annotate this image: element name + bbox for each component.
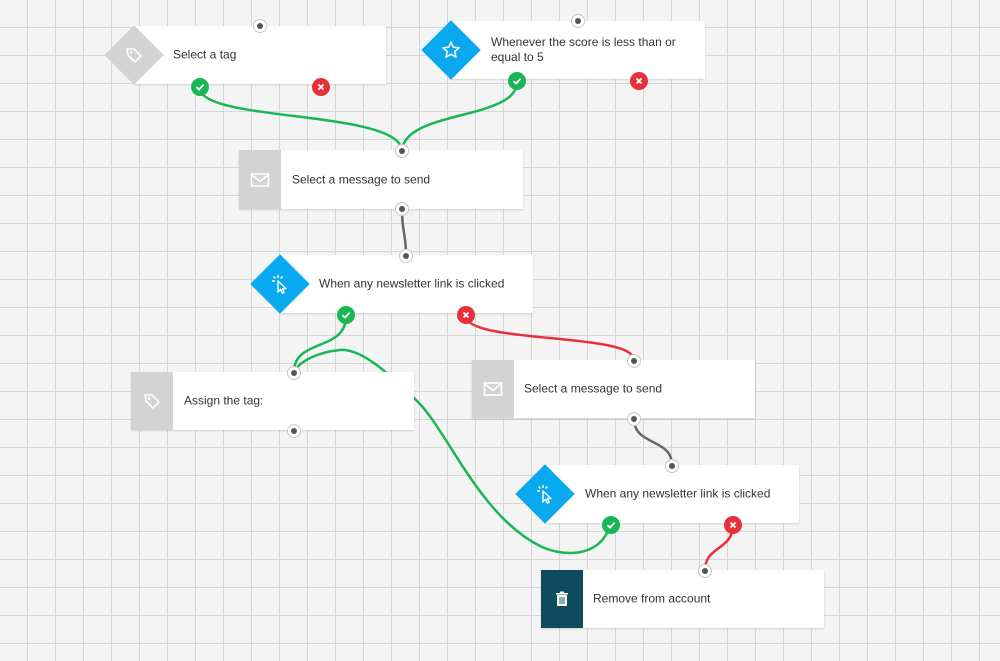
node-label: When any newsletter link is clicked (319, 276, 505, 291)
node-label: When any newsletter link is clicked (585, 486, 771, 501)
node-label: Assign the tag: (184, 393, 264, 408)
wire-link1-no (464, 315, 636, 361)
input-port[interactable] (627, 354, 641, 368)
node-score-trigger[interactable]: Whenever the score is less than or equal… (450, 21, 705, 79)
envelope-icon (250, 172, 270, 188)
star-icon (441, 40, 461, 60)
click-cursor-icon-badge (250, 254, 310, 314)
tag-icon (143, 392, 161, 410)
node-select-tag[interactable]: Select a tag (134, 26, 386, 84)
node-label: Whenever the score is less than or equal… (491, 35, 676, 64)
no-output-x-icon[interactable] (630, 72, 648, 90)
input-port[interactable] (399, 249, 413, 263)
yes-output-check-icon[interactable] (508, 72, 526, 90)
input-port[interactable] (571, 14, 585, 28)
input-port[interactable] (698, 564, 712, 578)
node-link-clicked-1[interactable]: When any newsletter link is clicked (281, 255, 533, 313)
output-port[interactable] (627, 412, 641, 426)
click-cursor-icon-badge (515, 464, 575, 524)
node-label: Remove from account (593, 591, 711, 606)
wire-tag-yes (198, 87, 404, 151)
input-port[interactable] (665, 459, 679, 473)
tag-icon (125, 46, 143, 64)
yes-output-check-icon[interactable] (337, 306, 355, 324)
trash-icon-badge (541, 570, 583, 628)
node-label: Select a message to send (292, 172, 431, 186)
wire-send2-next (632, 418, 674, 466)
wire-score-yes (400, 81, 519, 151)
node-label: Select a tag (173, 47, 237, 62)
click-cursor-icon (534, 483, 556, 505)
input-port[interactable] (253, 19, 267, 33)
star-icon-badge (421, 20, 481, 80)
envelope-icon (483, 381, 503, 397)
trash-icon (555, 591, 569, 607)
tag-icon-badge (104, 25, 164, 85)
node-remove-account[interactable]: Remove from account (541, 570, 824, 628)
node-label: Select a message to send (524, 381, 663, 396)
node-send-message-1[interactable]: Select a message to send (239, 150, 523, 209)
envelope-icon-badge (472, 360, 514, 418)
yes-output-check-icon[interactable] (602, 516, 620, 534)
node-assign-tag[interactable]: Assign the tag: (131, 372, 414, 430)
node-send-message-2[interactable]: Select a message to send (472, 360, 755, 418)
output-port[interactable] (395, 202, 409, 216)
no-output-x-icon[interactable] (312, 78, 330, 96)
no-output-x-icon[interactable] (724, 516, 742, 534)
input-port[interactable] (395, 144, 409, 158)
wire-link1-yes-assign (292, 315, 348, 373)
input-port[interactable] (287, 366, 301, 380)
envelope-icon-badge (239, 150, 281, 209)
output-port[interactable] (287, 424, 301, 438)
tag-icon-badge (131, 372, 173, 430)
yes-output-check-icon[interactable] (191, 78, 209, 96)
no-output-x-icon[interactable] (457, 306, 475, 324)
node-link-clicked-2[interactable]: When any newsletter link is clicked (546, 465, 799, 523)
click-cursor-icon (269, 273, 291, 295)
